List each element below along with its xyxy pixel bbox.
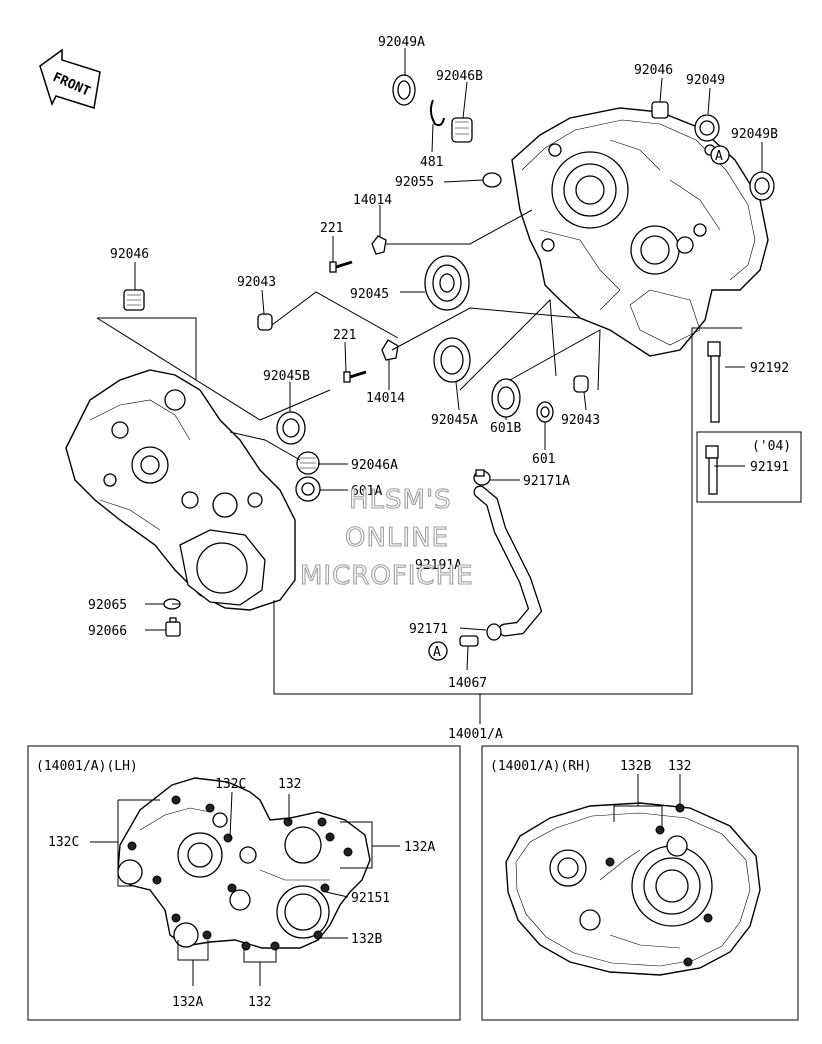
label-92046-left: 92046 xyxy=(110,247,149,262)
pin-92043-right xyxy=(573,375,589,393)
lh-label-132C-top: 132C xyxy=(215,777,246,792)
label-92046A: 92046A xyxy=(351,458,398,473)
plug-92066 xyxy=(165,617,181,637)
label-92049B: 92049B xyxy=(731,127,778,142)
lh-label-92151: 92151 xyxy=(351,891,390,906)
label-92191A: 92191A xyxy=(415,558,462,573)
seal-92049B xyxy=(749,171,775,201)
part-labels: 92049A 92046B 481 92055 92046 92049 9204… xyxy=(88,35,791,742)
ball-bearing-92045B xyxy=(276,411,306,445)
bearing-601 xyxy=(536,401,554,423)
lh-label-132-top: 132 xyxy=(278,777,301,792)
rh-detail-panel: (14001/A)(RH) 132B 132 xyxy=(481,745,799,1021)
label-601: 601 xyxy=(532,452,555,467)
dipstick-92192 xyxy=(707,341,721,423)
needle-bearing-92046-left xyxy=(123,289,145,311)
lh-label-132-bottom: 132 xyxy=(248,995,271,1010)
label-92045B: 92045B xyxy=(263,369,310,384)
screw-221-top xyxy=(329,260,353,273)
label-92045: 92045 xyxy=(350,287,389,302)
fitting-14067 xyxy=(459,635,479,647)
label-92045A: 92045A xyxy=(431,413,478,428)
lh-label-132A-right: 132A xyxy=(404,840,435,855)
label-92043-right: 92043 xyxy=(561,413,600,428)
ball-bearing-92045 xyxy=(424,255,470,311)
watermark: HLSM'S ONLINE MICROFICHE xyxy=(299,484,474,591)
needle-bearing-92046-top xyxy=(651,101,669,119)
label-92049A: 92049A xyxy=(378,35,425,50)
label-601A: 601A xyxy=(351,484,382,499)
pin-92043-left xyxy=(257,313,273,331)
label-92171: 92171 xyxy=(409,622,448,637)
label-14014-top: 14014 xyxy=(353,193,392,208)
lh-label-132B: 132B xyxy=(351,932,382,947)
ball-bearing-92045A xyxy=(433,337,471,383)
lh-label-132C-left: 132C xyxy=(48,835,79,850)
label-92046B: 92046B xyxy=(436,69,483,84)
label-92171A: 92171A xyxy=(523,474,570,489)
label-14014-mid: 14014 xyxy=(366,391,405,406)
label-92191: 92191 xyxy=(750,460,789,475)
note-box-04 xyxy=(696,431,802,503)
label-601B: 601B xyxy=(490,421,521,436)
reference-a-top: A xyxy=(710,145,730,165)
rh-label-132B: 132B xyxy=(620,759,651,774)
reference-a-bottom: A xyxy=(428,641,448,661)
label-92055: 92055 xyxy=(395,175,434,190)
ref-a-bottom-label: A xyxy=(433,645,441,660)
front-arrow-icon: FRONT xyxy=(39,48,101,109)
rh-label-132: 132 xyxy=(668,759,691,774)
o-ring-92055 xyxy=(482,172,502,188)
watermark-line-2: ONLINE xyxy=(345,523,449,553)
ref-a-top-label: A xyxy=(715,149,723,164)
right-crankcase xyxy=(511,107,769,357)
label-221-top: 221 xyxy=(320,221,343,236)
label-92049: 92049 xyxy=(686,73,725,88)
label-04-note: ('04) xyxy=(752,439,791,454)
lh-panel-title: (14001/A)(LH) xyxy=(36,759,138,774)
lh-bolt-dots xyxy=(127,795,353,951)
watermark-line-3: MICROFICHE xyxy=(300,561,474,591)
plate-14014-top xyxy=(371,235,387,255)
needle-bearing-92046B xyxy=(451,117,473,143)
lh-detail-panel: (14001/A)(LH) xyxy=(27,745,461,1021)
screw-221-mid xyxy=(343,370,367,383)
label-92065: 92065 xyxy=(88,598,127,613)
clamp-92171A xyxy=(473,469,491,486)
label-14001A: 14001/A xyxy=(448,727,503,742)
bearing-601A xyxy=(295,476,321,502)
bearing-601B xyxy=(491,378,521,418)
label-14067: 14067 xyxy=(448,676,487,691)
clamp-92171 xyxy=(486,623,502,641)
seal-92049A xyxy=(392,74,416,106)
dipstick-92191 xyxy=(705,445,719,495)
label-92046-top: 92046 xyxy=(634,63,673,78)
label-92043-left: 92043 xyxy=(237,275,276,290)
watermark-line-1: HLSM'S xyxy=(349,485,452,515)
lh-label-132A-bottom: 132A xyxy=(172,995,203,1010)
label-92066: 92066 xyxy=(88,624,127,639)
rh-panel-title: (14001/A)(RH) xyxy=(490,759,592,774)
leader-lines xyxy=(96,48,763,724)
hose-92191A xyxy=(473,485,543,637)
label-92192: 92192 xyxy=(750,361,789,376)
left-crankcase xyxy=(65,369,296,611)
circlip-481 xyxy=(429,99,445,127)
label-221-mid: 221 xyxy=(333,328,356,343)
needle-bearing-92046A xyxy=(296,451,320,475)
label-481: 481 xyxy=(420,155,443,170)
plate-14014-mid xyxy=(381,339,399,361)
seal-92049 xyxy=(694,114,720,142)
